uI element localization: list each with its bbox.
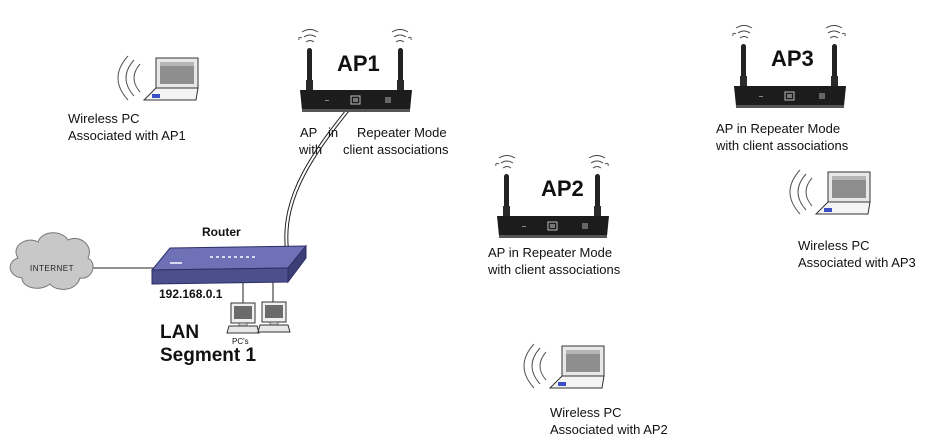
ap1-desc-line1-a: AP xyxy=(300,125,318,140)
ap2-desc-line2: with client associations xyxy=(488,262,621,277)
wireless-laptop-ap2-icon xyxy=(523,343,605,389)
wireless-laptop-ap1-icon xyxy=(117,55,199,101)
wireless-pc3-line1: Wireless PC xyxy=(798,238,870,253)
wireless-pc2-line1: Wireless PC xyxy=(550,405,622,420)
router-icon xyxy=(150,244,308,285)
wireless-pc2-line2: Associated with AP2 xyxy=(550,422,668,436)
ap1-desc-line1-b: in xyxy=(328,125,339,140)
internet-label: INTERNET xyxy=(30,264,74,273)
desktop-pc-icon xyxy=(257,301,291,333)
desktop-pc-icon xyxy=(226,302,260,334)
ap3-desc-line2: with client associations xyxy=(716,138,849,153)
lan-segment-label-line1: LAN xyxy=(160,322,200,343)
ap1-desc-line1-c: Repeater Mode xyxy=(357,125,447,140)
router-label: Router xyxy=(202,225,241,239)
ap3-desc-line1: AP in Repeater Mode xyxy=(716,121,841,136)
ap1-desc-line2-b: client associations xyxy=(343,142,449,157)
wireless-pc1-line1: Wireless PC xyxy=(68,111,140,126)
wireless-pc3-line2: Associated with AP3 xyxy=(798,255,916,270)
ap2-title: AP2 xyxy=(541,176,584,201)
ap3-title: AP3 xyxy=(771,46,814,71)
wireless-laptop-ap3-icon xyxy=(789,169,871,215)
router-ip-label: 192.168.0.1 xyxy=(159,287,223,301)
ap2-desc-line1: AP in Repeater Mode xyxy=(488,245,613,260)
ap1-desc-line2-a: with xyxy=(299,142,323,157)
wireless-pc1-line2: Associated with AP1 xyxy=(68,128,186,143)
ap1-title: AP1 xyxy=(337,51,380,76)
internet-cloud-icon xyxy=(9,232,94,290)
pcs-label: PC's xyxy=(232,337,249,346)
lan-segment-label-line2: Segment 1 xyxy=(160,345,257,366)
router-ap1-cable xyxy=(284,93,362,251)
